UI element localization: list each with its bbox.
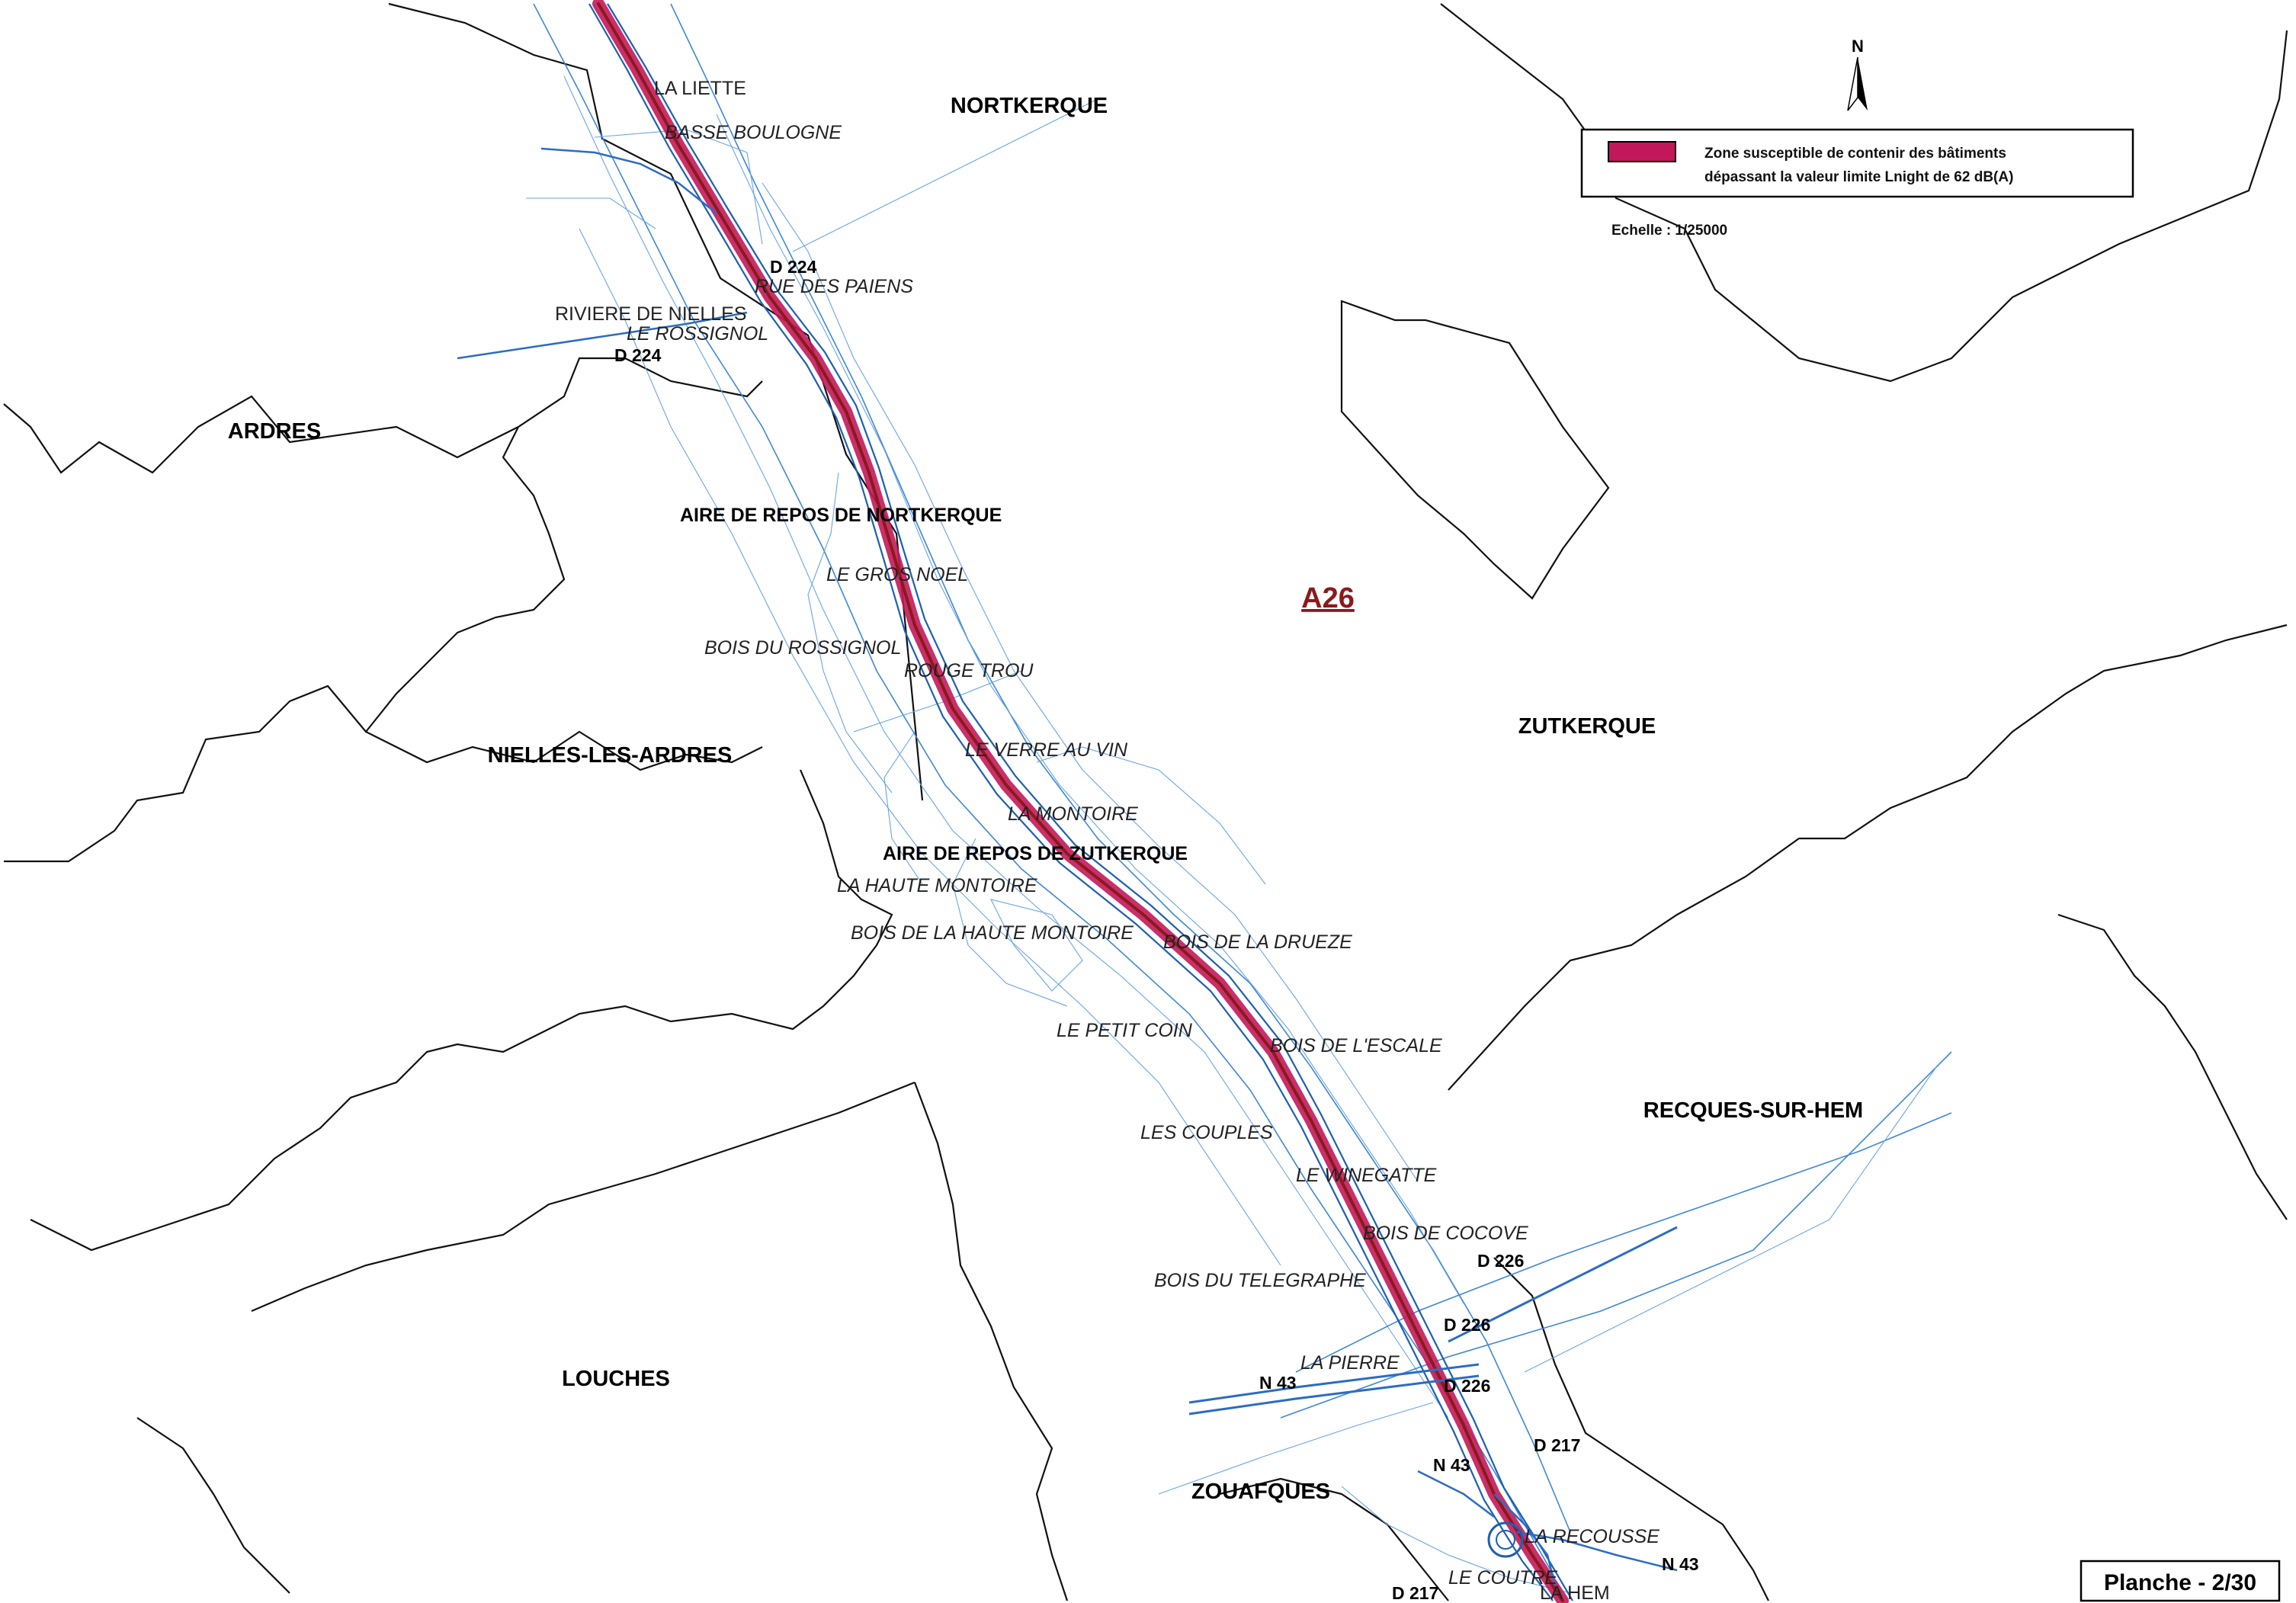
boundary-nortkerque-west [388, 2, 924, 801]
secondary-roads [457, 147, 1678, 1586]
place-bois-du-rossignol: BOIS DU ROSSIGNOL [704, 637, 901, 659]
legend-box [1580, 128, 2134, 198]
road-labels: D 224 D 224 D 226 D 226 D 226 N 43 N 43 … [614, 257, 1699, 1603]
place-la-haute-montoire: LA HAUTE MONTOIRE [837, 875, 1037, 896]
highway-label: A26 [1301, 582, 1355, 614]
a26-corridor [588, 0, 1573, 1603]
road-n43-west: N 43 [1259, 1373, 1297, 1393]
boundary-nielles-louches [30, 769, 893, 1252]
boundary-zutkerque-recques [1448, 624, 2288, 1091]
boundary-zutkerque-enclave [1340, 300, 1610, 600]
commune-zutkerque: ZUTKERQUE [1518, 714, 1656, 739]
sheet-number-box [2080, 1560, 2281, 1602]
boundary-zouafques-south [1219, 1477, 1449, 1601]
place-labels: LA LIETTE BASSE BOULOGNE RUE DES PAIENS … [555, 78, 1659, 1603]
boundary-zouafques-east [1493, 1257, 1769, 1601]
commune-zouafques: ZOUAFQUES [1191, 1480, 1330, 1504]
road-d224-south: D 224 [614, 345, 662, 365]
place-la-hem: LA HEM [1540, 1582, 1610, 1603]
road-n43-center: N 43 [1433, 1455, 1470, 1475]
commune-recques: RECQUES-SUR-HEM [1643, 1098, 1863, 1123]
a26-road-edge-east [607, 3, 1573, 1601]
boundary-nielles-west [4, 684, 763, 863]
road-n43-east: N 43 [1662, 1554, 1699, 1574]
place-le-coutre: LE COUTRE [1448, 1567, 1557, 1589]
rest-area-labels: AIRE DE REPOS DE NORTKERQUE AIRE DE REPO… [680, 505, 1188, 864]
place-bois-de-lescale: BOIS DE L'ESCALE [1270, 1035, 1442, 1056]
road-d226-b: D 226 [1444, 1315, 1490, 1335]
a26-road-core [597, 2, 1564, 1602]
commune-nortkerque: NORTKERQUE [951, 94, 1108, 118]
legend: Zone susceptible de contenir des bâtimen… [1580, 128, 2134, 239]
boundary-ardres-nielles [365, 426, 566, 733]
place-le-rossignol: LE ROSSIGNOL [627, 323, 768, 345]
commune-ardres: ARDRES [228, 419, 321, 444]
place-la-pierre: LA PIERRE [1300, 1352, 1400, 1374]
road-d217-south: D 217 [1392, 1583, 1438, 1603]
road-d224-north: D 224 [770, 257, 817, 277]
place-le-petit-coin: LE PETIT COIN [1057, 1020, 1193, 1041]
boundary-louches-east [251, 1081, 916, 1313]
place-bois-de-la-drueze: BOIS DE LA DRUEZE [1163, 931, 1352, 953]
place-le-verre-au-vin: LE VERRE AU VIN [965, 739, 1128, 761]
boundary-ardres [3, 357, 763, 474]
rest-area-nortkerque: AIRE DE REPOS DE NORTKERQUE [680, 505, 1002, 526]
sheet-number: Planche - 2/30 [2080, 1560, 2281, 1602]
place-riviere-de-nielles: RIVIERE DE NIELLES [555, 303, 746, 325]
place-bois-de-cocove: BOIS DE COCOVE [1363, 1223, 1528, 1244]
place-bois-de-la-haute-montoire: BOIS DE LA HAUTE MONTOIRE [851, 922, 1134, 944]
place-la-recousse: LA RECOUSSE [1525, 1526, 1659, 1547]
sheet-number-label: Planche - 2/30 [2104, 1570, 2256, 1595]
place-les-couples: LES COUPLES [1140, 1122, 1273, 1143]
place-la-montoire: LA MONTOIRE [1008, 803, 1138, 825]
boundary-recques-east [2057, 913, 2288, 1220]
place-le-gros-noel: LE GROS NOEL [826, 564, 968, 585]
road-d226-c: D 226 [1444, 1376, 1490, 1396]
contour-lines [526, 3, 1952, 1594]
place-rue-des-paiens: RUE DES PAIENS [755, 276, 913, 297]
legend-line-1: Zone susceptible de contenir des bâtimen… [1704, 146, 2006, 162]
road-d217-north: D 217 [1534, 1435, 1580, 1455]
scale-label: Echelle : 1/25000 [1611, 223, 1727, 239]
commune-labels: NORTKERQUE ARDRES NIELLES-LES-ARDRES ZUT… [228, 94, 1863, 1504]
legend-line-2: dépassant la valeur limite Lnight de 62 … [1704, 169, 2013, 185]
boundary-louches-south [136, 1417, 290, 1594]
commune-louches: LOUCHES [562, 1367, 670, 1391]
boundary-louches-zouafques [913, 1082, 1069, 1601]
commune-nielles: NIELLES-LES-ARDRES [488, 743, 733, 768]
north-label: N [1852, 37, 1864, 56]
place-le-winegatte: LE WINEGATTE [1296, 1165, 1437, 1186]
road-d226-a: D 226 [1477, 1251, 1524, 1271]
boundary-nortkerque-zutkerque [1440, 3, 2288, 383]
a26-road-edge-west [588, 3, 1554, 1601]
legend-swatch [1608, 141, 1676, 162]
place-bois-du-telegraphe: BOIS DU TELEGRAPHE [1154, 1270, 1366, 1291]
place-rouge-trou: ROUGE TROU [904, 660, 1034, 681]
commune-boundaries [3, 2, 2288, 1601]
north-arrow-icon: N [1847, 37, 1868, 111]
place-basse-boulogne: BASSE BOULOGNE [665, 122, 842, 143]
rest-area-zutkerque: AIRE DE REPOS DE ZUTKERQUE [883, 843, 1188, 864]
place-la-liette: LA LIETTE [654, 78, 746, 99]
